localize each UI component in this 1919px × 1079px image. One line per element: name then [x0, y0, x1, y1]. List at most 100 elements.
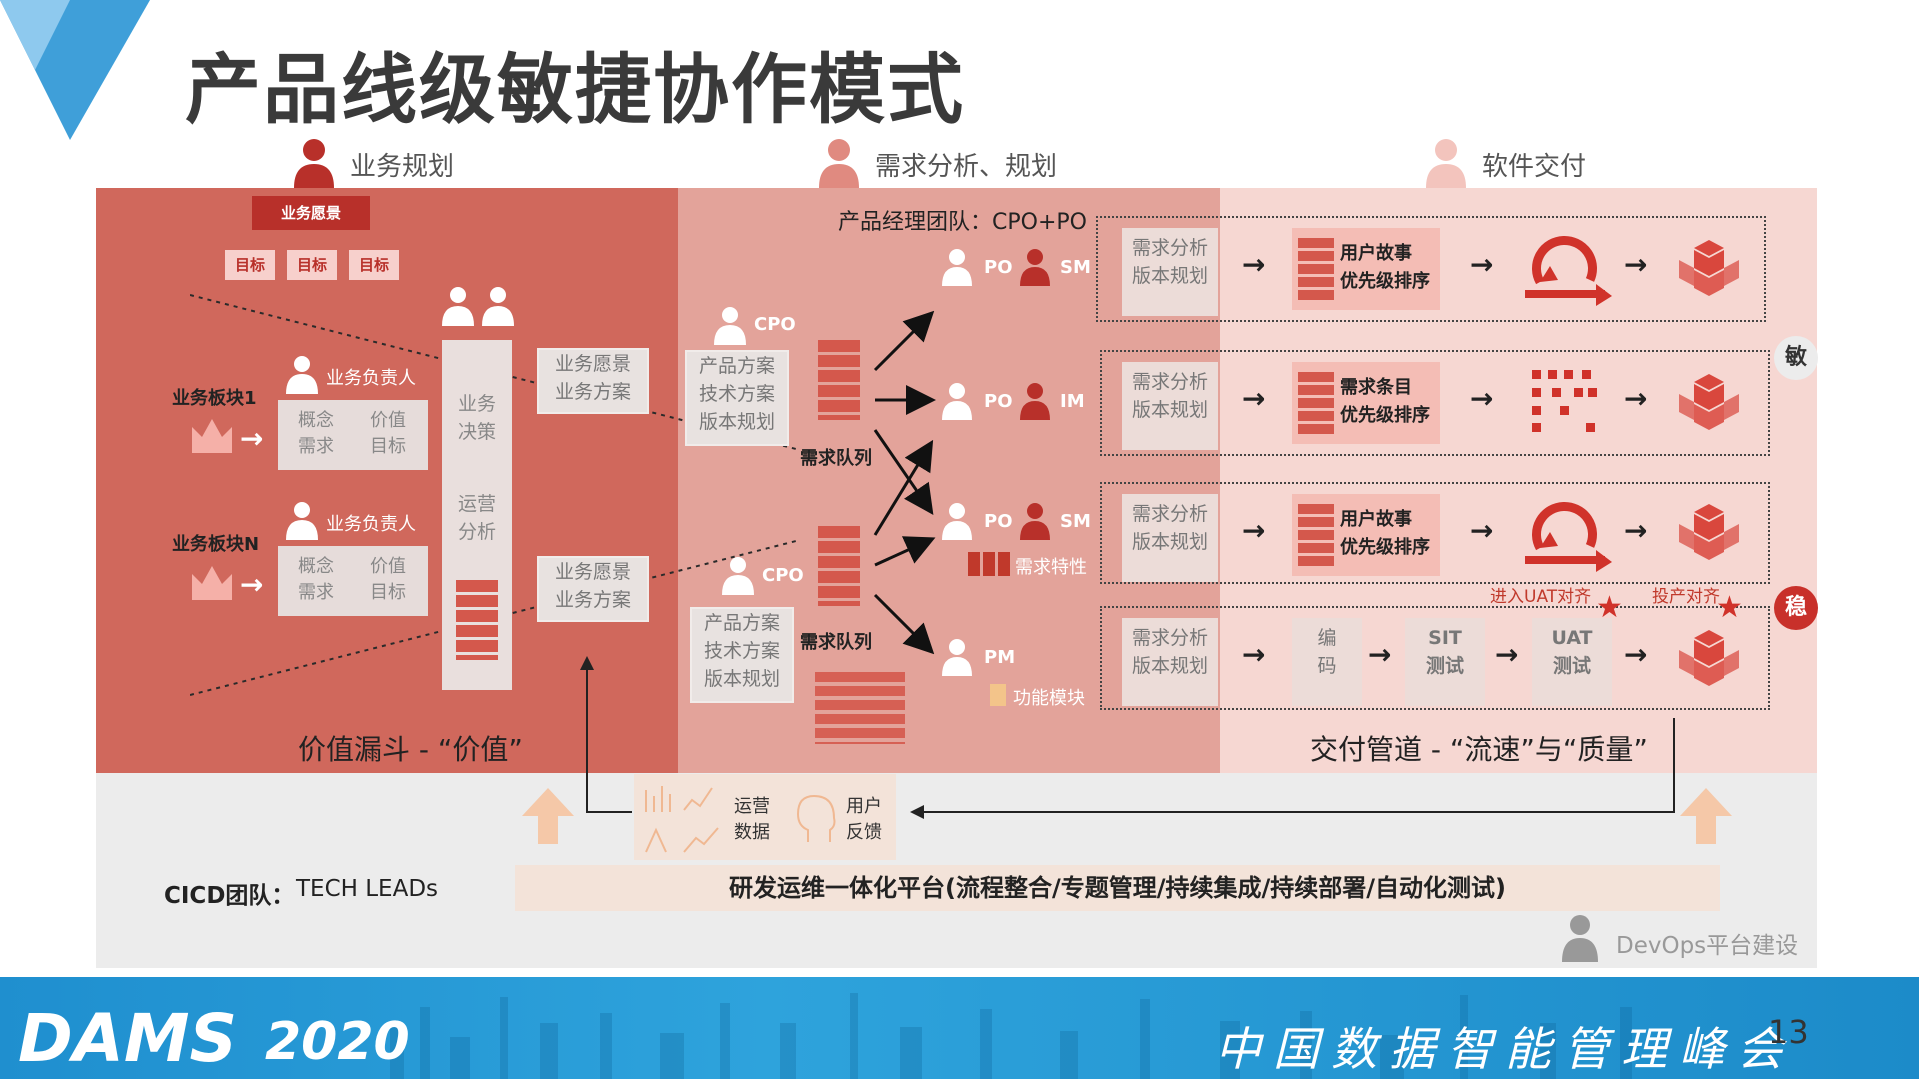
ops-data-label: 运营 数据	[734, 796, 770, 843]
arrow-icon: →	[1470, 514, 1494, 547]
sprint-cycle-icon	[1525, 501, 1612, 572]
footer-banner	[0, 977, 1919, 1079]
summit-name: 中国数据智能管理峰会	[1215, 1022, 1795, 1076]
queue-stack-icon	[818, 526, 860, 606]
star-icon: ★	[1716, 590, 1743, 625]
owner-label: 业务负责人	[326, 514, 416, 535]
arrow-icon: →	[1242, 514, 1266, 547]
arrow-icon: →	[1624, 382, 1648, 415]
pm-label: PM	[984, 647, 1016, 668]
analysis-card: 需求分析 版本规划	[1122, 228, 1218, 316]
kanban-icon	[1532, 370, 1597, 432]
prod-align-label: 投产对齐	[1652, 587, 1720, 607]
person-icon	[294, 139, 334, 188]
po-label: PO	[984, 511, 1013, 532]
page-number: 13	[1768, 1013, 1809, 1051]
role-business-label: 业务规划	[350, 152, 455, 182]
devops-platform-bar: 研发运维一体化平台(流程整合/专题管理/持续集成/持续部署/自动化测试)	[515, 865, 1720, 911]
priority-card: 用户故事 优先级排序	[1292, 228, 1440, 310]
sprint-grid-icon	[815, 672, 905, 744]
person-icon	[819, 139, 859, 188]
business-vision-box: 业务愿景	[252, 196, 370, 230]
arrow-icon: →	[1368, 638, 1392, 671]
uat-align-label: 进入UAT对齐	[1490, 587, 1592, 607]
stack-icon	[1298, 504, 1334, 566]
person-icon	[942, 639, 972, 676]
delivery-lane-4	[1100, 606, 1770, 710]
feedback-loop-lines	[580, 656, 1675, 819]
role-business	[290, 136, 338, 192]
cpo-label: CPO	[762, 565, 804, 586]
up-arrow-icon	[1680, 788, 1732, 844]
module-label: 功能模块	[1013, 688, 1085, 709]
ops-feedback-box: 运营 数据 用户 反馈	[634, 774, 896, 860]
person-icon	[714, 307, 746, 345]
stack-icon	[1298, 372, 1334, 434]
value-box: 价值 目标	[370, 410, 406, 457]
priority-label: 用户故事 优先级排序	[1340, 243, 1430, 292]
tech-leads-label: TECH LEADs	[296, 876, 439, 902]
concept-box: 概念 需求	[298, 410, 334, 457]
footer-year: 2020	[265, 1012, 410, 1072]
coding-card: 编 码	[1292, 618, 1362, 706]
role-requirements-label: 需求分析、规划	[875, 152, 1058, 182]
priority-label: 用户故事 优先级排序	[1340, 509, 1430, 558]
arrow-icon: →	[1242, 382, 1266, 415]
analysis-card: 需求分析 版本规划	[1122, 618, 1218, 706]
star-icon: ★	[1596, 590, 1623, 625]
goal-box: 目标	[225, 250, 275, 280]
queue-stack-icon	[818, 340, 860, 420]
release-cubes-icon	[1679, 240, 1739, 296]
crown-icon	[192, 566, 232, 600]
user-feedback-label: 用户 反馈	[846, 796, 882, 843]
backlog-stack-icon	[456, 580, 498, 660]
business-block-n: 业务板块N	[172, 534, 260, 555]
crown-icon	[192, 419, 232, 453]
arrow-icon: →	[1624, 638, 1648, 671]
decision-label: 业务 决策	[457, 393, 496, 443]
release-cubes-icon	[1679, 374, 1739, 430]
person-icon	[1020, 503, 1050, 540]
person-icon	[286, 502, 318, 540]
sit-test-card: SIT 测试	[1405, 618, 1485, 706]
arrow-icon: →	[1495, 638, 1519, 671]
arrow-icon: →	[1470, 382, 1494, 415]
analysis-card: 需求分析 版本规划	[1122, 494, 1218, 582]
sprint-cycle-icon	[1525, 235, 1612, 306]
arrow-icon: →	[1242, 248, 1266, 281]
arrow-icon: →	[240, 568, 264, 601]
queue-label: 需求队列	[800, 632, 872, 653]
concept-value-group: 概念 需求 价值 目标	[278, 400, 428, 470]
sm-label: SM	[1060, 511, 1091, 532]
goal-box: 目标	[287, 250, 337, 280]
arrow-icon: →	[1624, 248, 1648, 281]
delivery-lane-2	[1100, 350, 1770, 456]
po-label: PO	[984, 391, 1013, 412]
concept-box: 概念 需求	[298, 556, 334, 603]
person-icon	[722, 557, 754, 595]
role-delivery-label: 软件交付	[1482, 152, 1587, 182]
logo-triangle-icon	[0, 0, 150, 140]
plan-box: 业务愿景 业务方案	[537, 348, 649, 414]
person-icon	[1020, 383, 1050, 420]
agile-badge: 敏	[1774, 336, 1818, 380]
release-cubes-icon	[1679, 504, 1739, 560]
delivery-lane-3	[1100, 482, 1770, 584]
dams-logo: DAMS	[18, 1000, 238, 1077]
owner-label: 业务负责人	[326, 368, 416, 389]
uat-test-card: UAT 测试	[1532, 618, 1612, 706]
skyline-decoration	[390, 993, 1632, 1079]
cicd-team-label: CICD团队：	[164, 883, 295, 909]
value-funnel-zone	[96, 188, 678, 773]
sm-label: SM	[1060, 257, 1091, 278]
person-icon	[942, 249, 972, 286]
delivery-pipeline-caption: 交付管道 - “流速”与“质量”	[1310, 733, 1648, 766]
goal-box: 目标	[349, 250, 399, 280]
routing-arrows	[873, 310, 936, 655]
analysis-card: 需求分析 版本规划	[1122, 362, 1218, 450]
devops-build-label: DevOps平台建设	[1616, 933, 1799, 959]
product-plan-box: 产品方案 技术方案 版本规划	[690, 607, 794, 703]
person-icon	[286, 356, 318, 394]
queue-label: 需求队列	[800, 448, 872, 469]
release-cubes-icon	[1679, 630, 1739, 686]
